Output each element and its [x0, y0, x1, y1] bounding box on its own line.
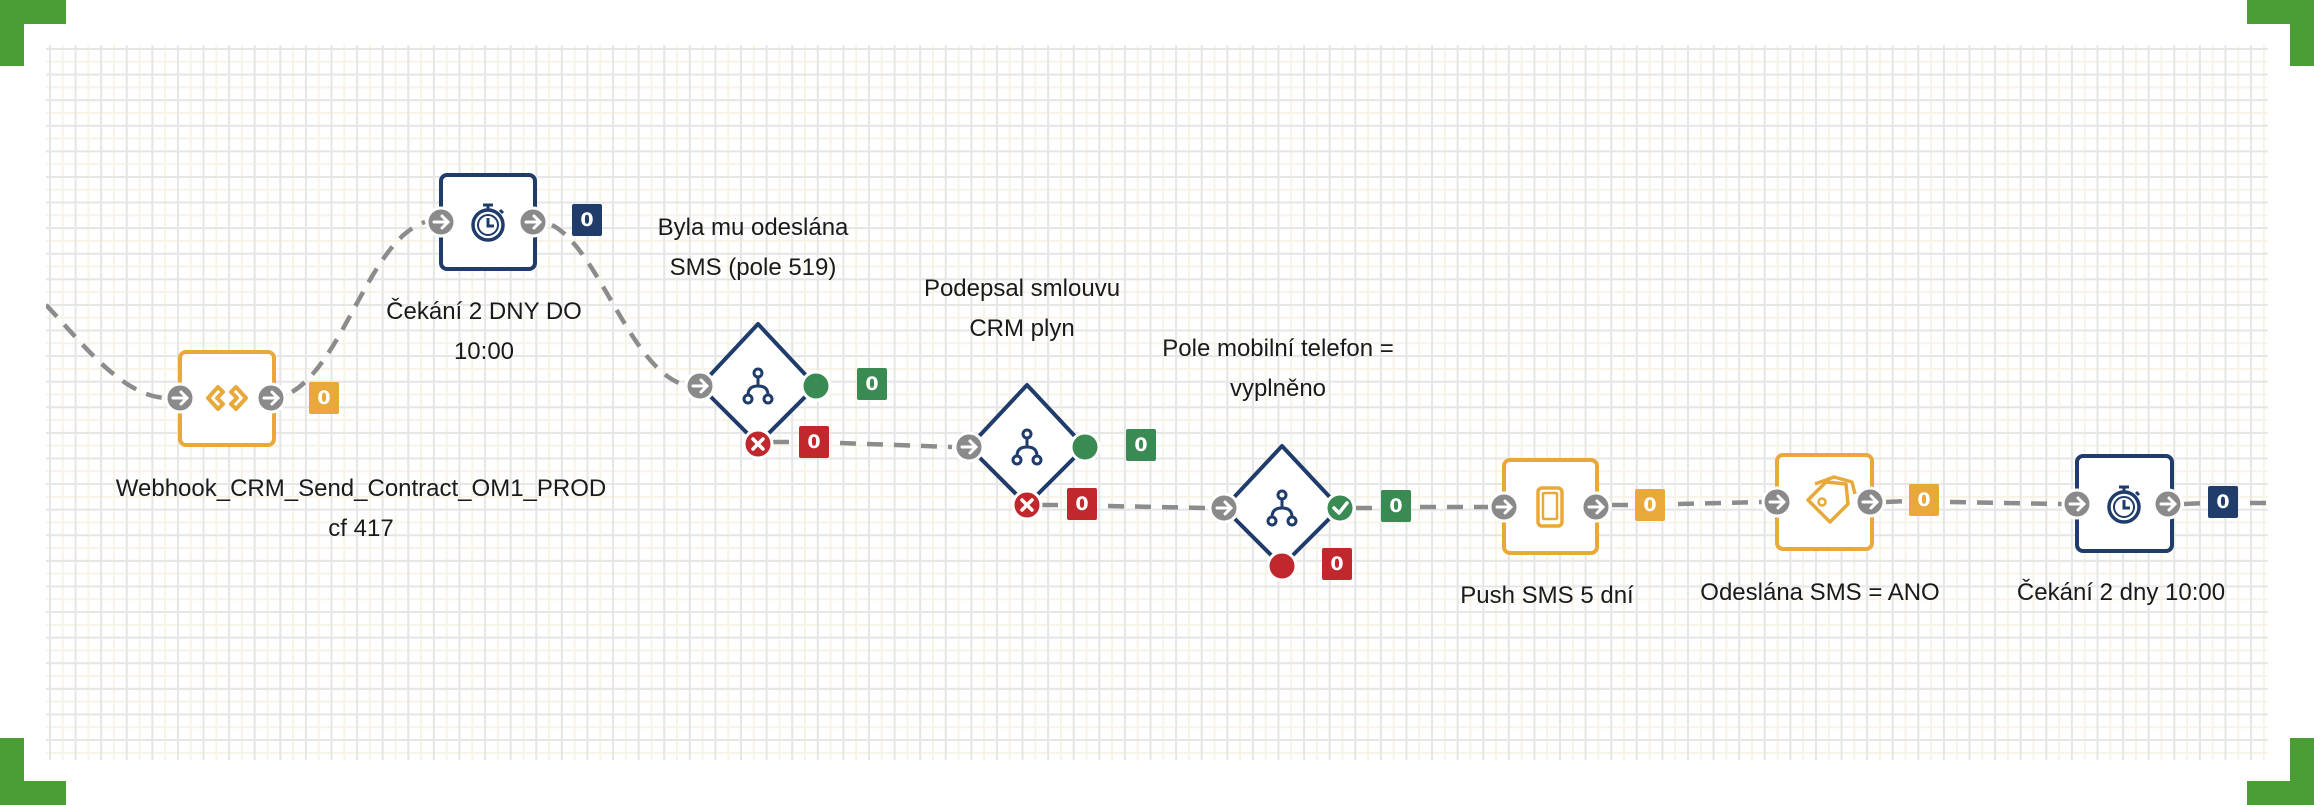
port-push-out[interactable] [1580, 491, 1612, 523]
label-line: Pole mobilní telefon = [1162, 335, 1394, 362]
label-line: Byla mu odeslána [657, 214, 849, 241]
node-label-webhook: Webhook_CRM_Send_Contract_OM1_PROD cf 41… [116, 469, 606, 549]
port-setfield-out[interactable] [1854, 486, 1886, 518]
corner-top-left-v [0, 0, 24, 66]
split-icon [1011, 428, 1043, 466]
stopwatch-icon [471, 203, 505, 242]
no-count-badge-cond1: 0 [799, 426, 829, 458]
port-cond3-no[interactable] [1266, 550, 1298, 582]
code-brackets-icon [206, 385, 248, 411]
count-badge-set-field: 0 [1909, 484, 1939, 516]
port-cond1-in[interactable] [684, 370, 716, 402]
tag-icon [1806, 475, 1857, 524]
workflow-canvas[interactable] [46, 45, 2268, 760]
port-wait1-out[interactable] [517, 206, 549, 238]
no-count-badge-cond2: 0 [1067, 488, 1097, 520]
connector-push-to-setfield [1612, 499, 1763, 508]
mobile-phone-icon [1536, 486, 1564, 528]
label-line: Podepsal smlouvu [923, 275, 1121, 302]
connector-cond3-yes-to-push [1356, 504, 1488, 511]
connector-setfield-to-wait2 [1885, 498, 2063, 507]
yes-count-badge-cond3: 0 [1381, 490, 1411, 522]
corner-bottom-right-h [2247, 781, 2314, 805]
close-icon [1020, 498, 1034, 512]
port-cond1-no[interactable] [742, 428, 774, 460]
label-line: cf 417 [328, 515, 394, 542]
split-icon [742, 367, 774, 405]
connector-cond1-no-to-cond2 [773, 439, 953, 450]
label-line: vyplněno [1229, 375, 1327, 402]
close-icon [751, 437, 765, 451]
connector-cond2-no-to-cond3 [1042, 502, 1208, 511]
node-label-wait2: Čekání 2 dny 10:00 [2017, 573, 2225, 613]
stopwatch-icon [2107, 485, 2141, 524]
count-badge-push-sms: 0 [1635, 489, 1665, 521]
port-cond2-no[interactable] [1011, 489, 1043, 521]
label-line: CRM plyn [969, 315, 1075, 342]
label-line: 10:00 [453, 338, 515, 365]
count-badge-webhook: 0 [309, 382, 339, 414]
yes-count-badge-cond2: 0 [1126, 429, 1156, 461]
port-webhook-out[interactable] [255, 382, 287, 414]
label-line: Push SMS 5 dní [1460, 582, 1634, 609]
check-icon [1332, 501, 1349, 515]
port-webhook-in[interactable] [164, 382, 196, 414]
port-setfield-in[interactable] [1761, 486, 1793, 518]
port-cond3-in[interactable] [1208, 492, 1240, 524]
port-cond3-yes[interactable] [1324, 492, 1356, 524]
connector-entry-to-webhook [46, 303, 166, 401]
node-cond2[interactable] [967, 383, 1087, 507]
node-label-set-field: Odeslána SMS = ANO [1700, 573, 1939, 613]
no-count-badge-cond3: 0 [1322, 548, 1352, 580]
port-cond1-yes[interactable] [800, 370, 832, 402]
label-line: Čekání 2 DNY DO [386, 298, 582, 325]
label-line: Čekání 2 dny 10:00 [2016, 579, 2226, 606]
node-label-cond3: Pole mobilní telefon = vyplněno [1162, 329, 1393, 409]
label-line: SMS (pole 519) [669, 254, 837, 281]
node-label-wait1: Čekání 2 DNY DO 10:00 [386, 292, 582, 372]
corner-top-right-v [2290, 0, 2314, 66]
port-wait2-out[interactable] [2152, 488, 2184, 520]
port-wait2-in[interactable] [2061, 488, 2093, 520]
connector-wait1-to-cond1 [550, 223, 686, 388]
label-line: Webhook_CRM_Send_Contract_OM1_PROD [115, 475, 607, 502]
node-label-push-sms: Push SMS 5 dní [1460, 576, 1633, 616]
connector-wait2-to-next [2183, 500, 2268, 507]
split-icon [1266, 489, 1298, 527]
count-badge-wait1: 0 [572, 204, 602, 236]
node-label-cond1: Byla mu odeslána SMS (pole 519) [658, 208, 849, 288]
label-line: Odeslána SMS = ANO [1700, 579, 1940, 606]
corner-bottom-left-h [0, 781, 66, 805]
connector-webhook-to-wait1 [290, 219, 426, 394]
yes-count-badge-cond1: 0 [857, 368, 887, 400]
node-label-cond2: Podepsal smlouvu CRM plyn [924, 269, 1120, 349]
port-wait1-in[interactable] [425, 206, 457, 238]
port-cond2-yes[interactable] [1069, 431, 1101, 463]
port-push-in[interactable] [1488, 491, 1520, 523]
port-cond2-in[interactable] [953, 431, 985, 463]
count-badge-wait2: 0 [2208, 486, 2238, 518]
